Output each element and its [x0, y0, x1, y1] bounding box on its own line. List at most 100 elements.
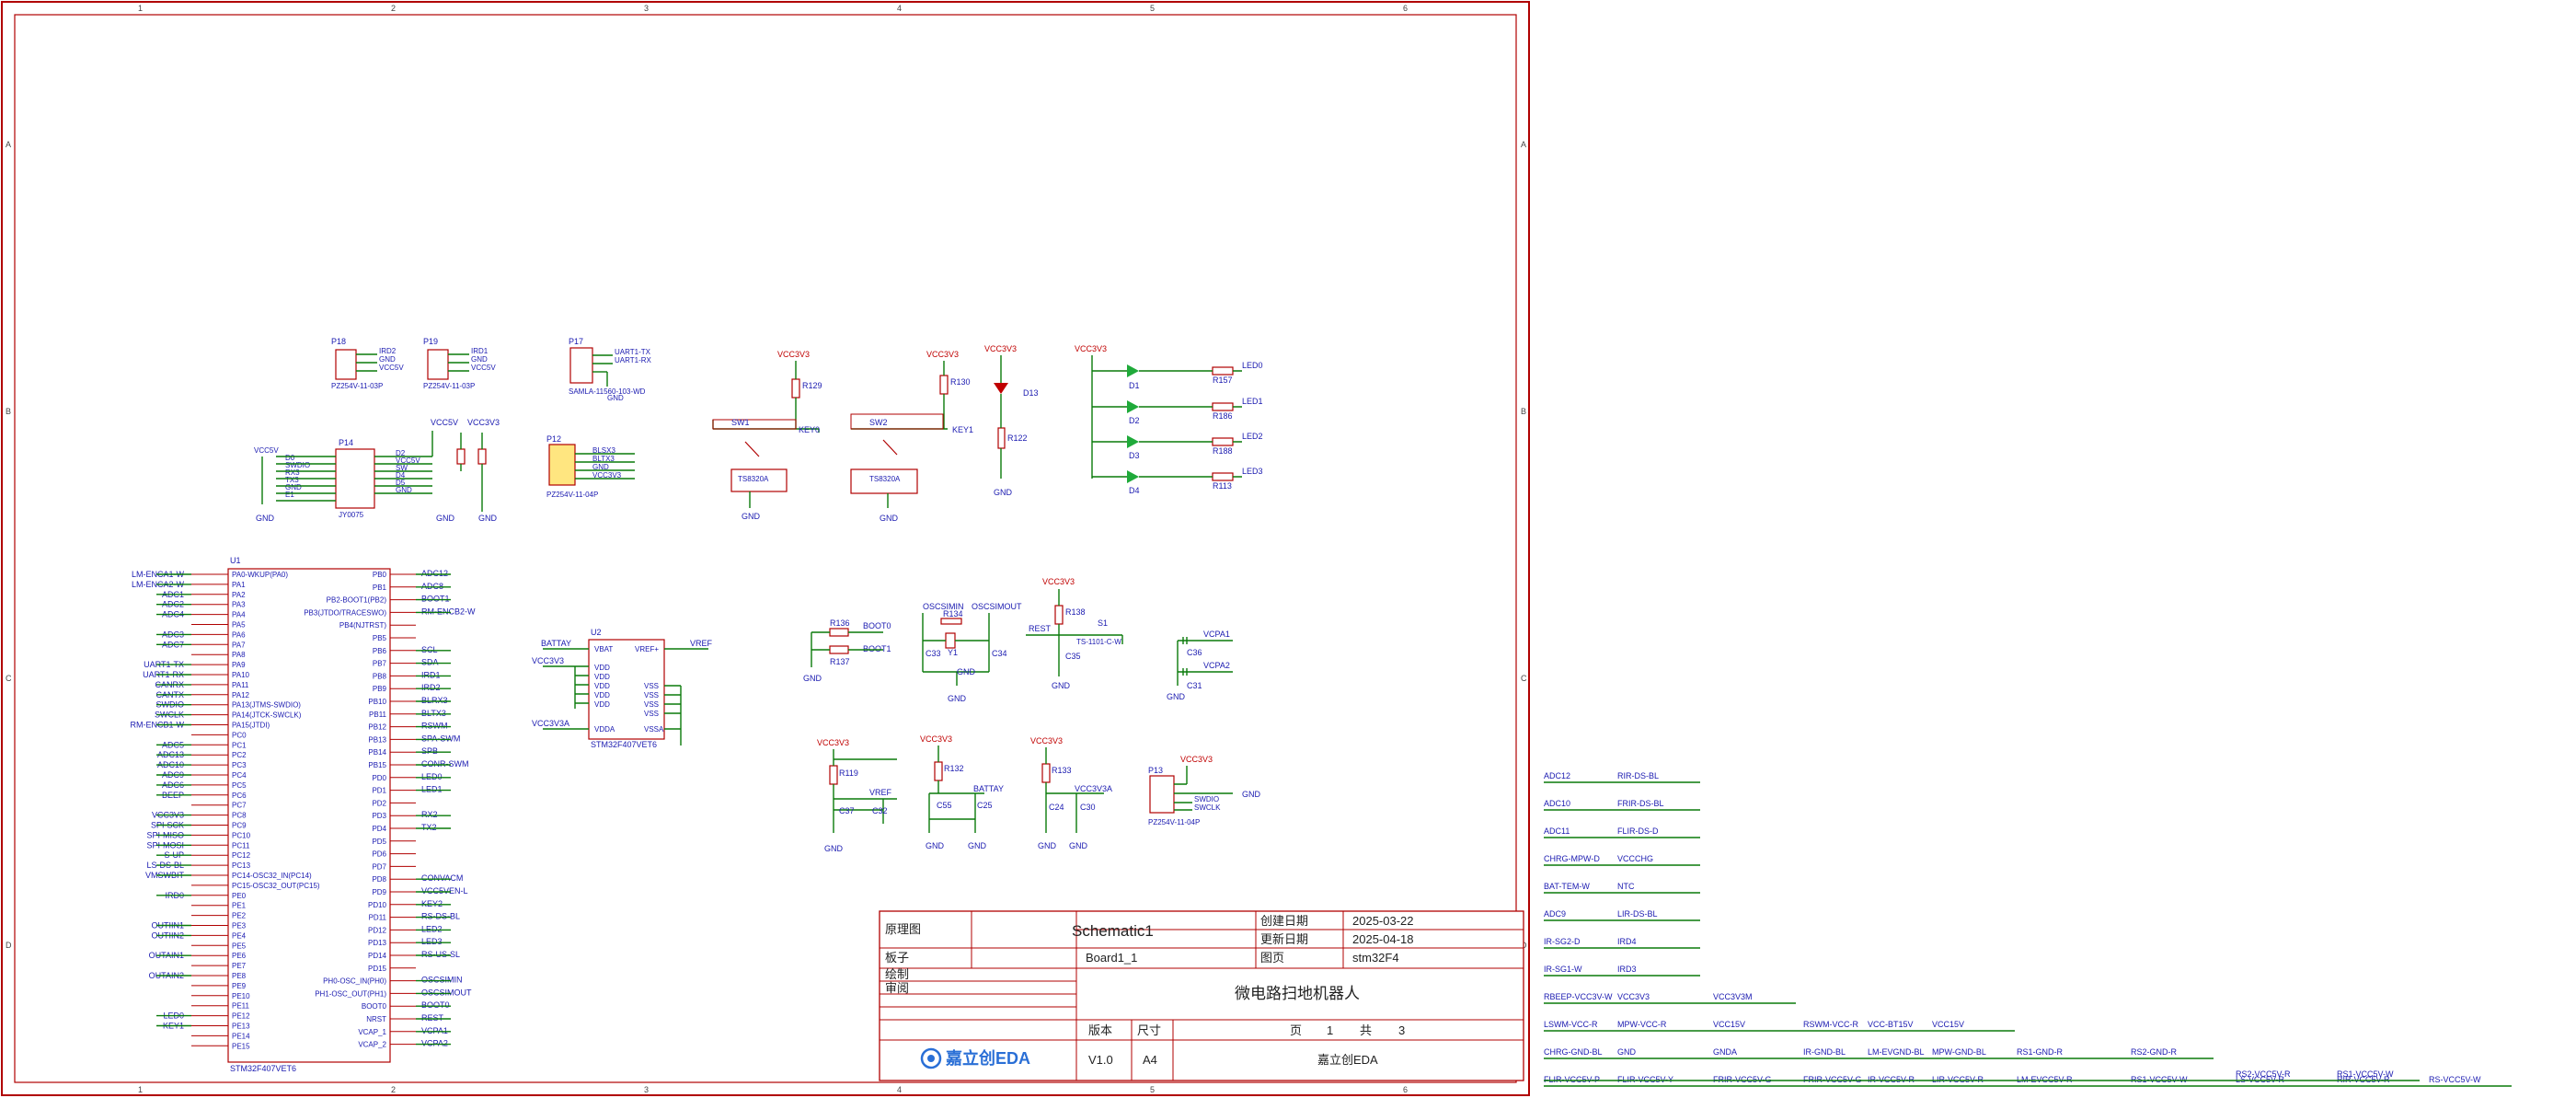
u2-net-battay: BATTAY	[541, 639, 571, 648]
mcu-left-pin: PE12	[232, 1012, 250, 1021]
led-d3[interactable]: D3 R188 LED2	[1127, 432, 1263, 460]
mcu-left-pin: PC3	[232, 761, 247, 769]
net-label: RIR-DS-BL	[1617, 771, 1659, 780]
mcu-u1[interactable]: U1 STM32F407VET6 PA0-WKUP(PA0)PA1PA2PA3P…	[131, 556, 477, 1073]
tb-label-version: 版本	[1088, 1023, 1112, 1037]
mcu-left-pin: PC11	[232, 841, 250, 850]
mcu-right-pin: VCAP_2	[358, 1041, 386, 1049]
p13-ref: P13	[1148, 766, 1163, 775]
net-label: LSWM-VCC-R	[1544, 1020, 1598, 1029]
p19-part: PZ254V-11-03P	[423, 382, 475, 390]
switch-sw2[interactable]: VCC3V3 R130 SW2 KEY1 TS8320A GND	[850, 350, 973, 523]
tb-version: V1.0	[1088, 1053, 1113, 1067]
d1-res: R157	[1213, 376, 1233, 385]
filter-vcc3v3a[interactable]: VCC3V3 R133 VCC3V3A C24 C30 GND GND	[1030, 736, 1112, 850]
connector-p13[interactable]: P13 VCC3V3 SWDIO SWCLK GND PZ254V-11-04P	[1148, 755, 1261, 826]
d3-res: R188	[1213, 446, 1233, 456]
oscillator[interactable]: OSCSIMIN OSCSIMOUT R134 Y1 C33 C34 GND G…	[922, 602, 1022, 703]
connector-p18[interactable]: P18 IRD2 GND VCC5V PZ254V-11-03P	[331, 337, 404, 390]
mcu-left-pin: PC6	[232, 792, 247, 800]
d13-gnd: GND	[994, 488, 1013, 497]
mcu-right-pin: PD15	[368, 965, 387, 973]
sw1-gnd: GND	[742, 512, 761, 521]
tb-logo: 嘉立创EDA	[945, 1048, 1030, 1068]
net-label: IRD4	[1617, 937, 1637, 946]
ruler-row-a-left: A	[6, 140, 11, 149]
ruler-row-b-right: B	[1521, 407, 1526, 416]
mcu-right-net: RM-ENCB2-W	[421, 607, 476, 616]
boot-resistors[interactable]: BOOT0 BOOT1 R136 R137 GND	[803, 618, 891, 683]
led-d2[interactable]: D2 R186 LED1	[1127, 397, 1263, 425]
mcu-u2[interactable]: U2 VBAT VDD VDD VDD VDD VDD VDDA VREF+ V…	[532, 628, 713, 749]
connector-p14[interactable]: P14 VCC5V D0 SWDIO RX3 TX3 GND E1 D2 VCC…	[254, 431, 433, 519]
mcu-right-pin: PB3(JTDO/TRACESWO)	[304, 608, 386, 617]
mcu-right-pin: PD0	[372, 774, 386, 782]
u2-left-7: VDDA	[594, 725, 615, 734]
p14-gnd-left: GND	[256, 514, 275, 523]
p13-pin-2: SWDIO	[1194, 795, 1219, 803]
filter-battay[interactable]: VCC3V3 R132 BATTAY C55 C25 GND GND	[920, 734, 1004, 850]
osc-gnd: GND	[948, 694, 967, 703]
mcu-left-pin: PE14	[232, 1032, 250, 1040]
mcu-right-net: SPB	[421, 746, 438, 756]
mcu-left-pin: PE0	[232, 892, 247, 900]
mcu-right-net: RS-DS-BL	[421, 912, 460, 921]
switch-sw1[interactable]: VCC3V3 R129 SW1 KEY0 TS8320A GND	[712, 350, 822, 521]
mcu-right-pin: PB1	[373, 584, 387, 592]
mcu-left-pin: PE1	[232, 902, 247, 910]
filter-vref[interactable]: VCC3V3 R119 VREF C37 C32 GND	[817, 738, 897, 853]
tb-project-title: 微电路扫地机器人	[1235, 985, 1360, 1002]
d13-vcc: VCC3V3	[984, 344, 1017, 353]
led-d4[interactable]: D4 R113 LED3	[1127, 467, 1263, 495]
p14-gnd-right: GND	[478, 514, 498, 523]
p12-pin-1: BLSX3	[592, 446, 615, 455]
net-label: IR-VCC5V-R	[1868, 1075, 1915, 1084]
p14-left-3: SWDIO	[285, 461, 310, 469]
mcu-right-net: VCPA2	[421, 1039, 448, 1048]
mcu-right-pin: PB6	[373, 647, 387, 655]
reset-sw: S1	[1098, 618, 1108, 628]
net-label: RS1-VCC5V-W	[2337, 1069, 2394, 1079]
ruler-col-2-top: 2	[391, 4, 396, 13]
d4-res: R113	[1213, 481, 1232, 491]
led-d1[interactable]: D1 R157 LED0	[1127, 361, 1263, 390]
u2-left-3: VDD	[594, 673, 610, 681]
tb-page-name: stm32F4	[1352, 951, 1399, 965]
filter2-gnd-1: GND	[926, 841, 945, 850]
tb-schematic-name: Schematic1	[1072, 922, 1154, 940]
mcu-right-net: ADC8	[421, 582, 443, 591]
mcu-left-pin: PC5	[232, 781, 247, 790]
connector-p19[interactable]: P19 IRD1 GND VCC5V PZ254V-11-03P	[423, 337, 496, 390]
u2-left-4: VDD	[594, 682, 610, 690]
net-label: LM-EVCC5V-R	[2017, 1075, 2073, 1084]
filter1-vcc: VCC3V3	[817, 738, 849, 747]
net-label: GNDA	[1713, 1047, 1737, 1057]
mcu-left-pin: PE6	[232, 952, 247, 960]
filter2-cap-2: C25	[977, 801, 993, 810]
ruler-col-3-bottom: 3	[644, 1085, 649, 1094]
mcu-right-pin: PB15	[368, 761, 386, 769]
led-d13[interactable]: VCC3V3 D13 R122 GND	[984, 344, 1039, 497]
connector-p17[interactable]: P17 UART1-TX UART1-RX GND SAMLA-11560-10…	[569, 337, 652, 402]
ruler-columns: 1 2 3 4 5 6 1 2 3 4 5 6	[138, 4, 1408, 1094]
mcu-left-pin: PA2	[232, 591, 246, 599]
boot-res-1: R136	[830, 618, 850, 628]
mcu-right-net: BLTX3	[421, 709, 446, 718]
p14-left-6: GND	[285, 483, 302, 491]
vcap-circuit[interactable]: VCPA1 VCPA2 C36 C31 GND	[1167, 630, 1233, 701]
net-label: ADC10	[1544, 799, 1570, 808]
u2-left-1: VBAT	[594, 645, 613, 653]
net-label: IRD3	[1617, 965, 1637, 974]
reset-vcc: VCC3V3	[1042, 577, 1075, 586]
p18-pin-2: GND	[379, 355, 396, 364]
reset-circuit[interactable]: VCC3V3 R138 S1 TS-1101-C-W REST C35 GND	[1026, 577, 1123, 690]
vcap-net-2: VCPA2	[1203, 661, 1230, 670]
connector-p12[interactable]: P12 BLSX3 BLTX3 GND VCC3V3 PZ254V-11-04P	[546, 434, 635, 499]
osc-xtal: Y1	[948, 648, 958, 657]
osc-res: R134	[943, 609, 963, 618]
d3-ref: D3	[1129, 451, 1140, 460]
